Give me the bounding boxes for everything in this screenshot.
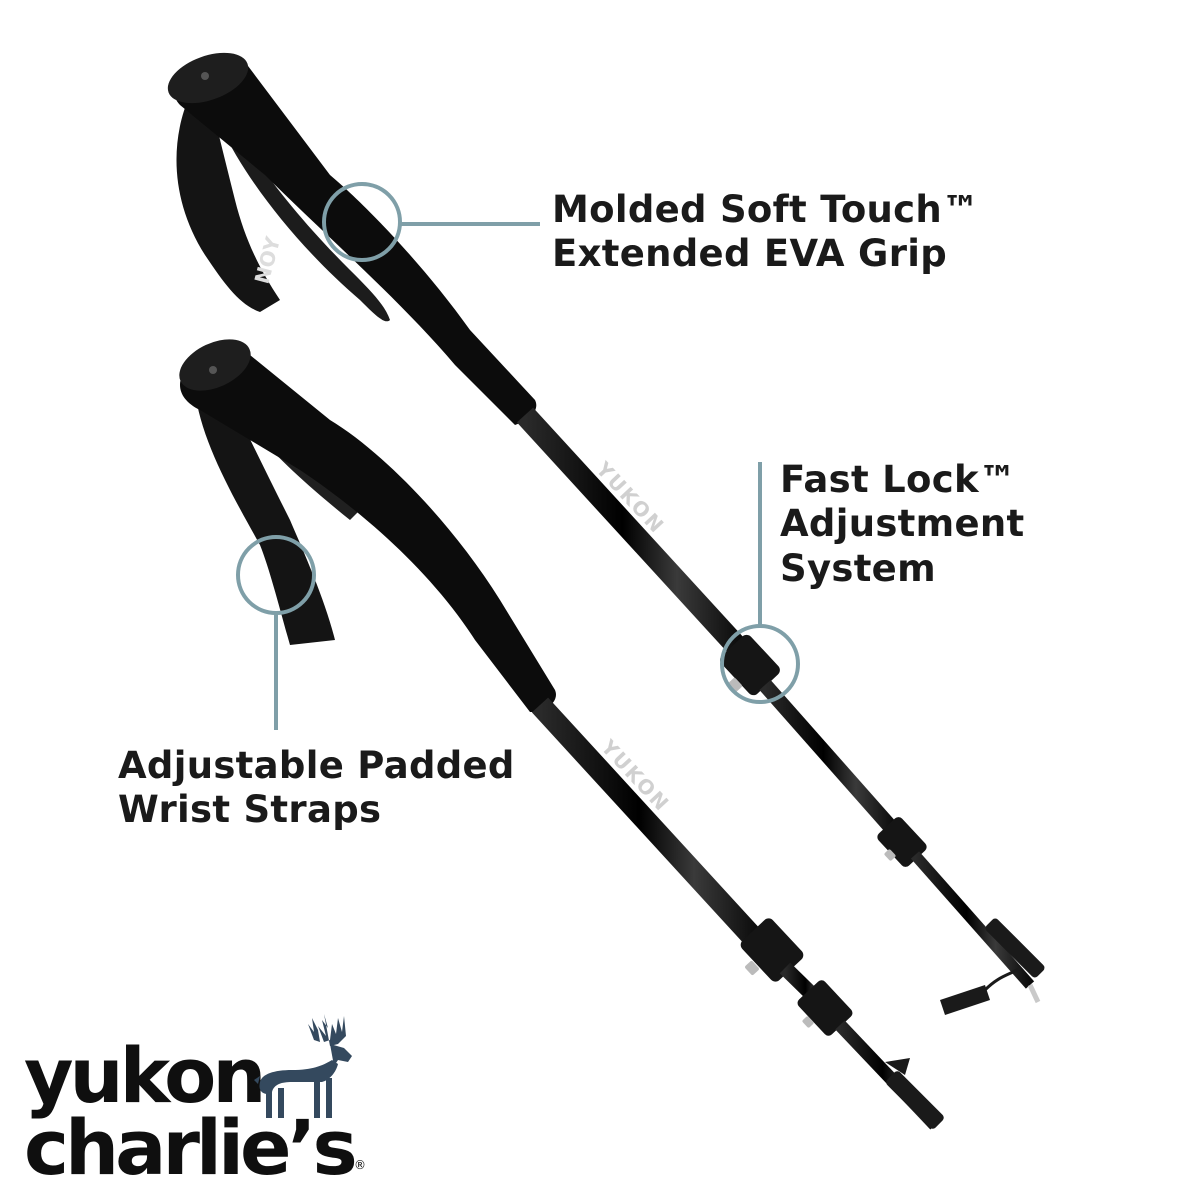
grip-cap-hole-front [209,366,217,374]
brand-logo: yukon charlie’s ® [24,1010,384,1190]
fast-lock-back-2 [877,817,927,867]
wrist-strap-back-2 [210,100,390,322]
grip-cap-hole-back [201,72,209,80]
wrist-strap-front [195,385,335,645]
callout-strap-marker [236,535,316,730]
rubber-tip-cap-tether [983,966,1021,992]
callout-lock-line-2: Adjustment [780,502,1025,546]
callout-strap-text: Adjustable Padded Wrist Straps [118,744,515,833]
callout-grip-line-1: Molded Soft Touch™ [552,188,980,231]
tip-carbide-back [1027,983,1041,1004]
shaft-mid-back [759,680,901,837]
rubber-tip-cap [940,985,990,1015]
callout-strap-line-1: Adjustable Padded [118,744,515,787]
shaft-upper-front [531,697,769,953]
callout-strap-line-2: Wrist Straps [118,788,382,832]
callout-lock-marker [720,462,800,704]
callout-grip-text: Molded Soft Touch™ Extended EVA Grip [552,188,979,277]
shaft-upper-back [516,407,751,660]
strap-print-back: NOY [250,234,286,287]
tip-front-basket [885,1058,910,1075]
callout-lock-text: Fast Lock™ Adjustment System [780,458,1025,591]
fast-lock-back-1 [720,634,780,696]
fast-lock-back-2-screw [884,849,896,861]
wrist-strap-back [176,95,280,312]
tip-front [886,1071,944,1129]
registered-mark: ® [354,1158,366,1172]
brand-word-yukon: yukon [24,1031,266,1120]
caribou-icon [254,1014,352,1118]
grip-cap-front [179,339,251,391]
callout-lock-line-1: Fast Lock™ [780,458,1017,501]
tip-back [985,918,1045,978]
callout-grip-marker [322,182,540,262]
grip-front [180,345,556,712]
fast-lock-front-2 [797,980,853,1036]
fast-lock-front-2-screw [802,1016,814,1028]
fast-lock-front-1-screw [745,961,759,975]
brand-word-charlies: charlie’s [24,1103,358,1192]
trekking-pole-front: YUKON [179,339,944,1130]
grip-back [173,55,537,425]
trekking-pole-back: NOY YUKON [167,52,1045,1015]
callout-grip-line-2: Extended EVA Grip [552,232,948,276]
callout-lock-line-3: System [780,546,936,590]
shaft-lower-back [910,851,1035,989]
